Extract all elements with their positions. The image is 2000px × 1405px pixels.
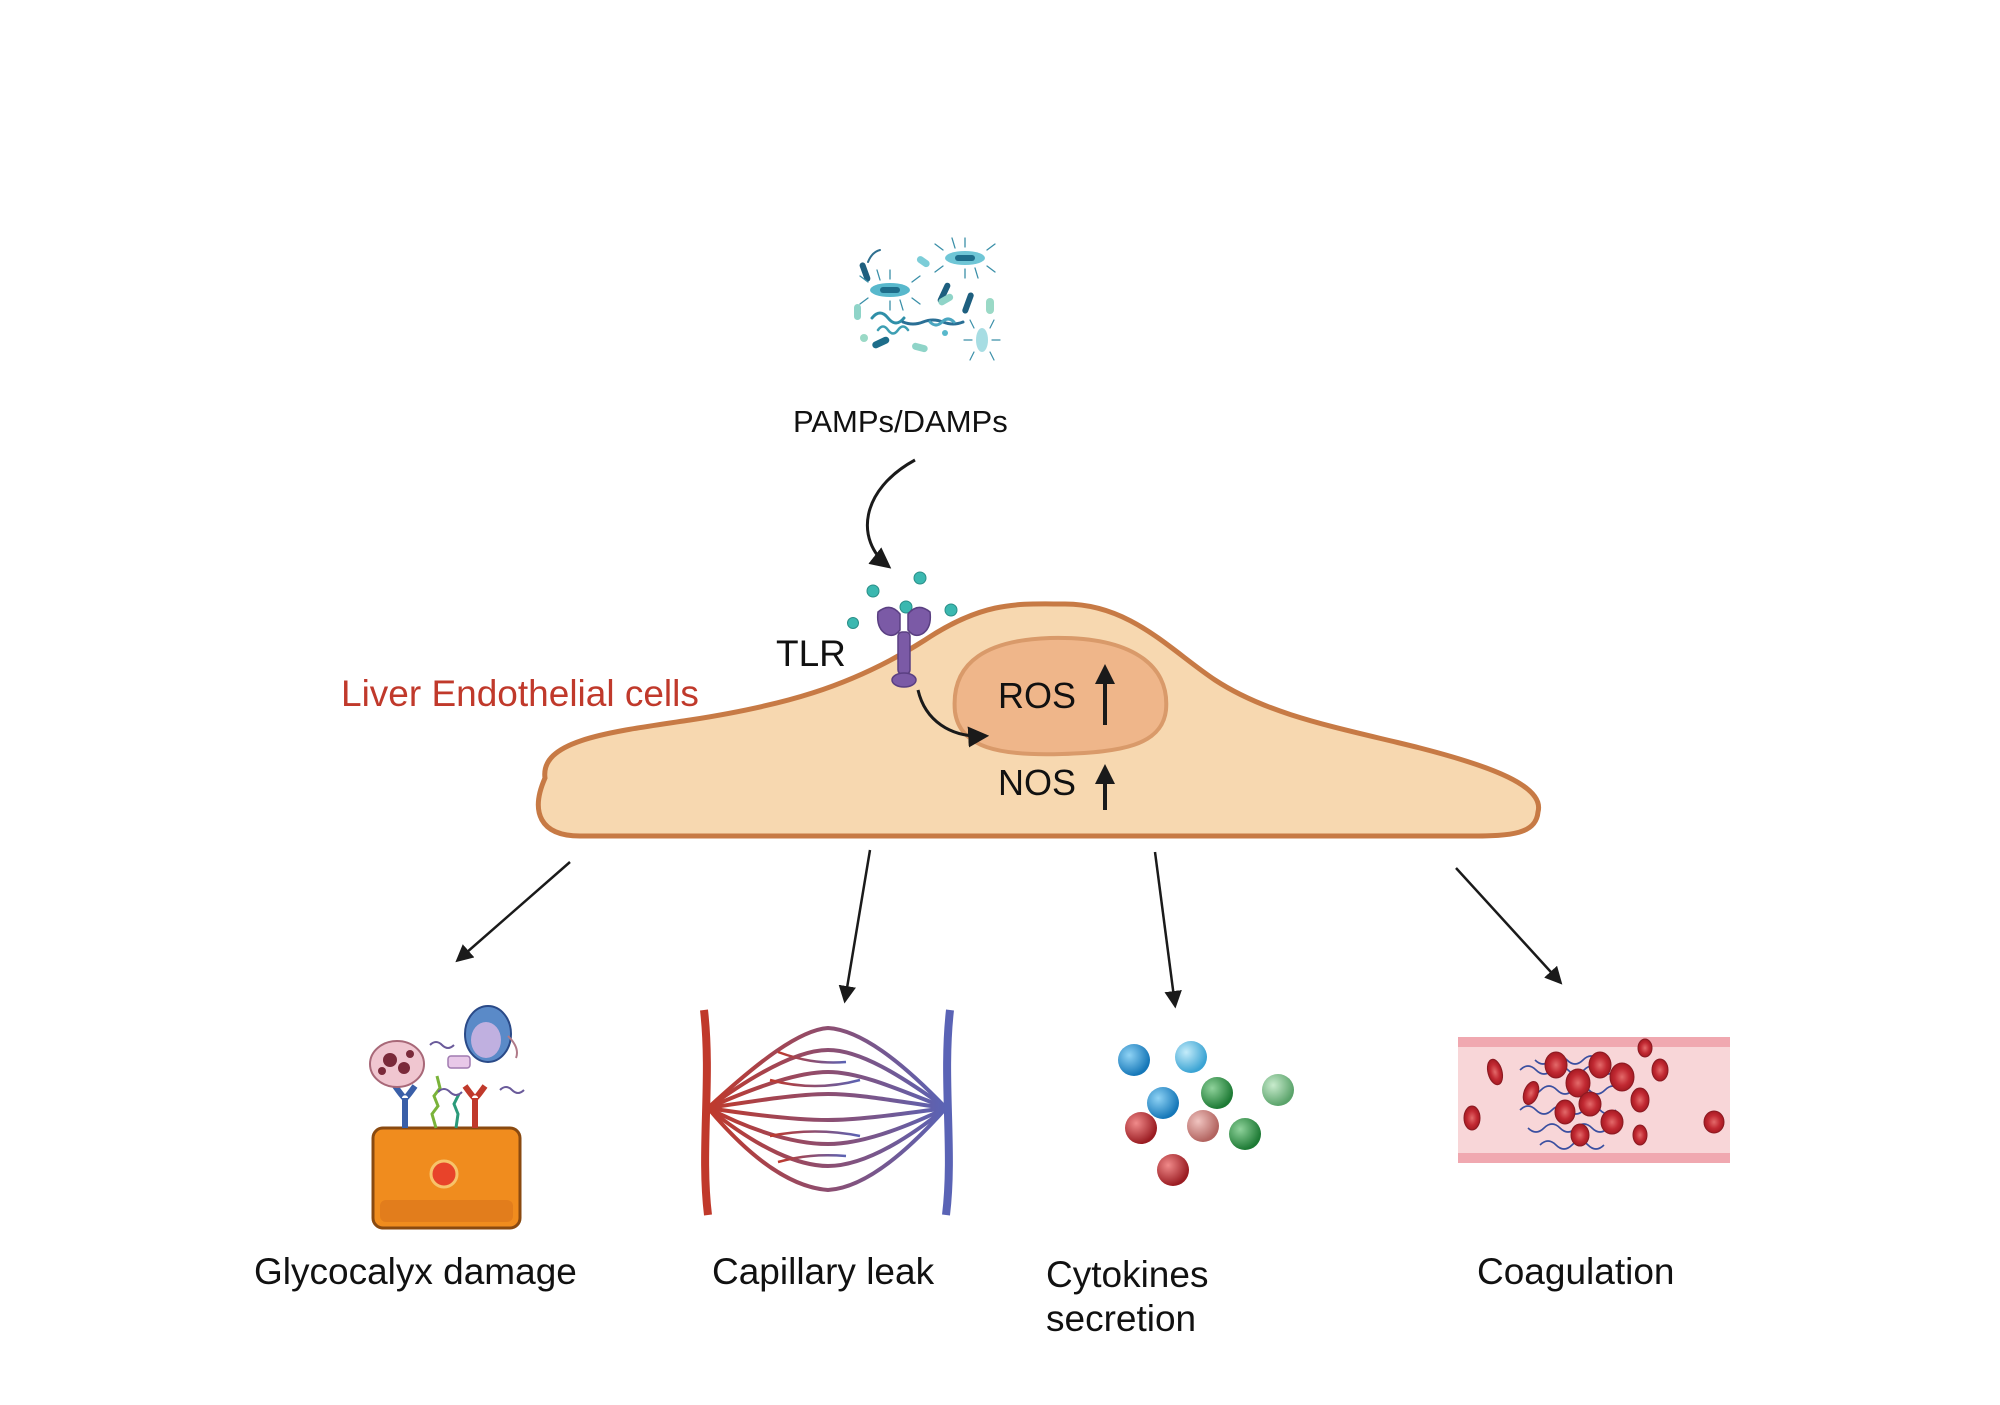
arrow-to-glycocalyx	[455, 861, 571, 963]
arrow-to-cytokines	[1153, 851, 1182, 1009]
nos-up-arrow	[1095, 764, 1115, 810]
tlr-to-nucleus-arrow	[916, 689, 990, 748]
arrow-to-capillary	[838, 849, 872, 1004]
outcome-glycocalyx-label: Glycocalyx damage	[254, 1251, 577, 1292]
glycocalyx-cell-icon	[369, 1005, 525, 1230]
cytokine-spheres-icon	[1118, 1041, 1294, 1186]
trigger-label: PAMPs/DAMPs	[793, 404, 1008, 439]
nucleus	[952, 635, 1169, 757]
capillary-network-icon	[700, 1009, 954, 1216]
toll-like-receptor-icon	[876, 606, 932, 688]
bacteria-cluster-icon	[854, 237, 1001, 361]
receptor-label: TLR	[776, 633, 846, 674]
pamps-to-tlr-arrow	[865, 458, 916, 569]
outcome-coagulation-label: Coagulation	[1477, 1251, 1675, 1292]
marker-nos-label: NOS	[998, 762, 1077, 803]
outcome-capillary-label: Capillary leak	[712, 1251, 935, 1292]
outcome-cytokines-label: Cytokines secretion	[1046, 1254, 1209, 1339]
ligand-dots	[847, 571, 958, 629]
cell-label: Liver Endothelial cells	[341, 673, 699, 714]
blood-clot-vessel-icon	[1458, 1037, 1730, 1163]
arrow-to-coagulation	[1455, 867, 1563, 985]
ros-up-arrow	[1095, 664, 1115, 725]
marker-ros-label: ROS	[998, 675, 1077, 716]
